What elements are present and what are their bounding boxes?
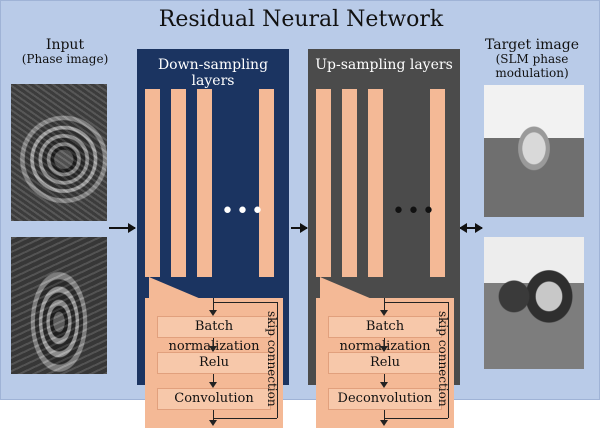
up-layer-bar [342, 89, 357, 277]
flow-line [384, 338, 385, 348]
flow-arrowhead [380, 420, 388, 426]
down-relu-box: Relu [157, 352, 271, 374]
down-convolution-box: Convolution [157, 388, 271, 410]
up-callout-pointer [320, 277, 372, 299]
input-phase-image-1 [11, 84, 107, 221]
up-panel-title: Up-sampling layers [315, 57, 453, 73]
down-to-up-arrow [291, 223, 308, 233]
down-layer-bar [197, 89, 212, 277]
flow-arrowhead [380, 346, 388, 352]
input-phase-image-2 [11, 237, 107, 374]
up-skip-connection-label: skip connection [436, 311, 450, 407]
flow-line [213, 298, 214, 312]
target-sublabel: (SLM phase modulation) [495, 52, 569, 80]
down-layer-bar [171, 89, 186, 277]
flow-line [213, 338, 214, 348]
flow-line [213, 374, 214, 384]
down-batch-normalization-box: Batch normalization [157, 316, 271, 354]
skip-line-top [213, 302, 277, 303]
input-to-down-arrow [109, 223, 136, 233]
target-label: Target image [485, 37, 579, 53]
flow-line [384, 298, 385, 312]
flow-arrowhead [209, 420, 217, 426]
flow-arrowhead [209, 382, 217, 388]
up-ellipsis: ••• [392, 199, 437, 224]
up-sampling-panel: Up-sampling layers ••• Batch normalizati… [308, 49, 460, 428]
flow-line [384, 374, 385, 384]
down-layer-bar [259, 89, 274, 277]
down-skip-label-wrap: skip connection [265, 311, 279, 421]
skip-line-right [277, 302, 278, 418]
up-block-detail: Batch normalization Relu Deconvolution [316, 298, 454, 428]
target-photo-1 [484, 85, 584, 217]
down-block-detail: Batch normalization Relu Convolution [145, 298, 283, 428]
target-label-block: Target image (SLM phase modulation) [469, 37, 595, 81]
down-layer-bar [145, 89, 160, 277]
down-callout-pointer [149, 277, 201, 299]
up-layer-bar [316, 89, 331, 277]
flow-arrowhead [380, 382, 388, 388]
down-skip-connection-label: skip connection [265, 311, 279, 407]
up-relu-box: Relu [328, 352, 442, 374]
up-target-double-arrow [459, 223, 483, 233]
up-deconvolution-box: Deconvolution [328, 388, 442, 410]
diagram-title: Residual Neural Network [158, 7, 444, 32]
up-layer-bar [430, 89, 445, 277]
up-layer-bar [368, 89, 383, 277]
up-skip-label-wrap: skip connection [436, 311, 450, 421]
down-ellipsis: ••• [221, 199, 266, 224]
target-photo-2 [484, 237, 584, 369]
flow-arrowhead [209, 310, 217, 316]
up-batch-normalization-box: Batch normalization [328, 316, 442, 354]
down-sampling-panel: Down-sampling layers ••• Batch normaliza… [137, 49, 289, 428]
skip-line-right [448, 302, 449, 418]
down-panel-title: Down-sampling layers [157, 57, 269, 89]
flow-arrowhead [209, 346, 217, 352]
skip-line-top [384, 302, 448, 303]
input-label: Input [45, 37, 85, 53]
flow-arrowhead [380, 310, 388, 316]
input-label-block: Input (Phase image) [9, 37, 121, 67]
input-sublabel: (Phase image) [21, 52, 109, 67]
